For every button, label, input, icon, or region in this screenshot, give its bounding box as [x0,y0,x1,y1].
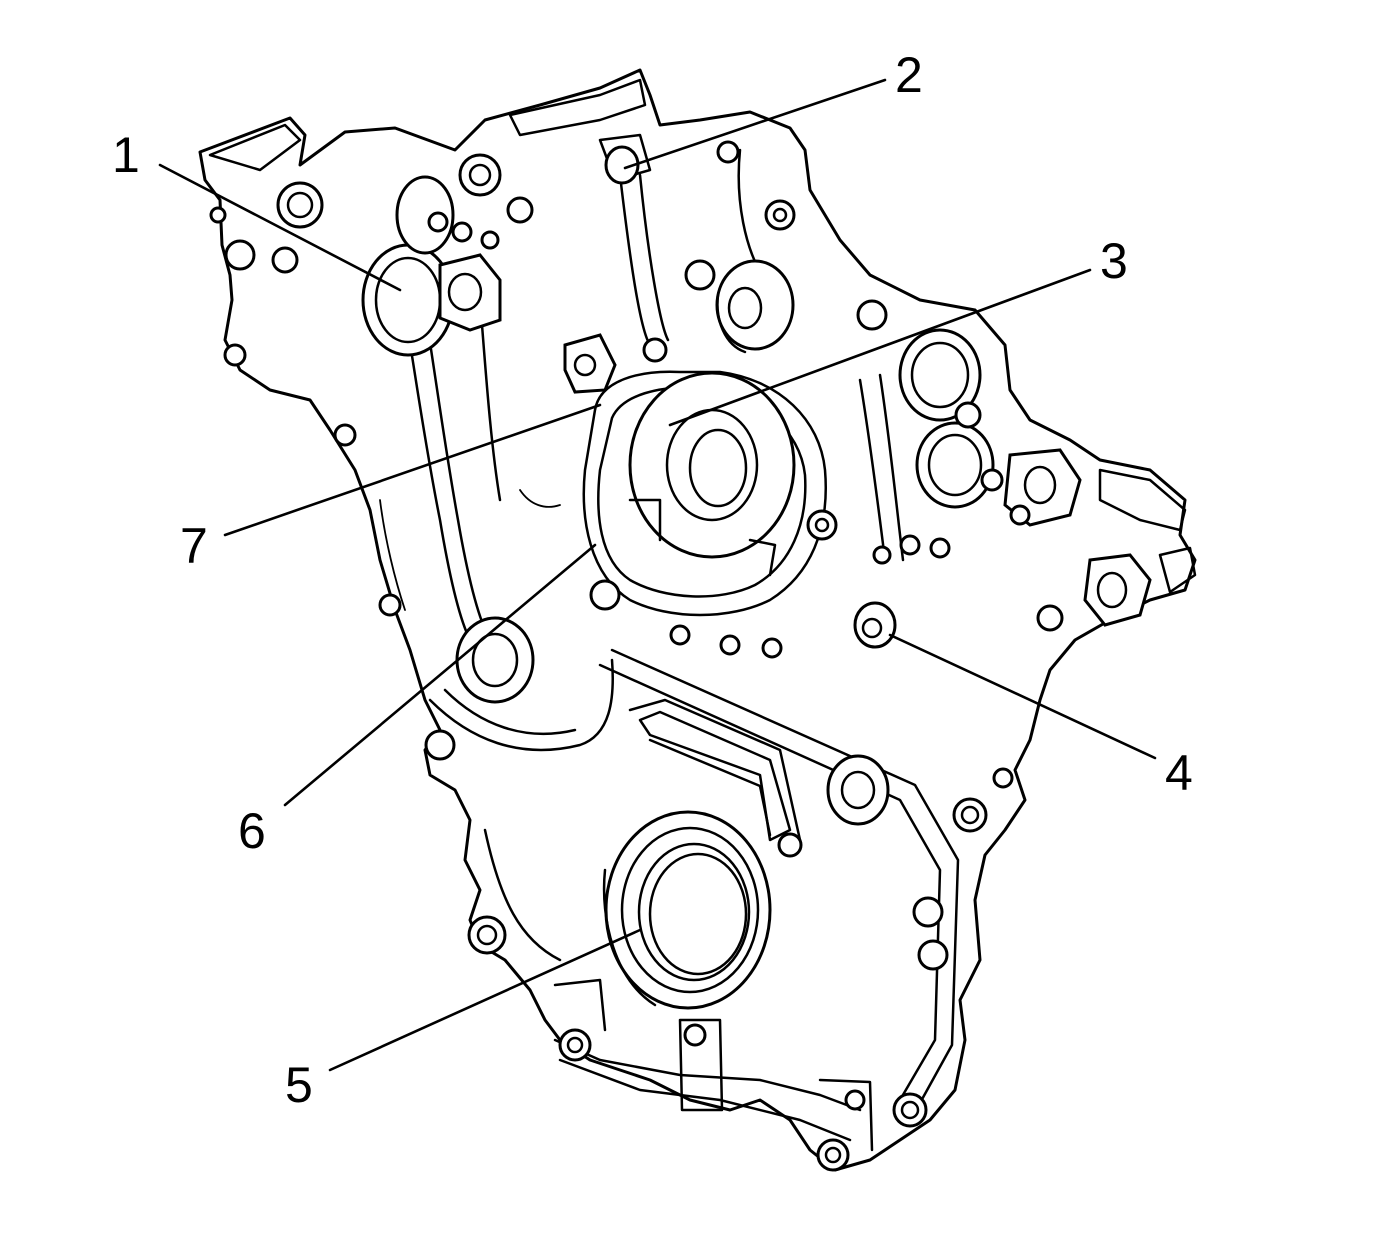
callout-7: 7 [180,518,208,574]
upper-bracket [508,78,796,231]
lower-right [553,754,1014,1172]
callout-3: 3 [1100,233,1128,289]
crankshaft-seal [602,810,772,1010]
leader-3 [668,268,1092,427]
left-side [333,423,561,955]
callout-1: 1 [112,127,140,183]
right-ports [853,328,1197,649]
leader-6 [283,543,597,807]
callout-6: 6 [238,803,266,859]
leader-1 [158,163,402,292]
callout-labels: 1 2 3 4 5 6 7 [112,47,1193,1113]
leader-4 [888,633,1157,760]
center-seal-bore [582,370,838,659]
callout-2: 2 [895,47,923,103]
callout-5: 5 [285,1057,313,1113]
leader-2 [623,78,887,170]
callout-4: 4 [1165,745,1193,801]
leader-7 [223,403,602,537]
upper-left-passage [208,123,534,367]
leader-lines [158,78,1157,1072]
upper-middle-boss [563,259,888,394]
cover-slot [628,698,802,842]
leader-5 [328,928,642,1072]
